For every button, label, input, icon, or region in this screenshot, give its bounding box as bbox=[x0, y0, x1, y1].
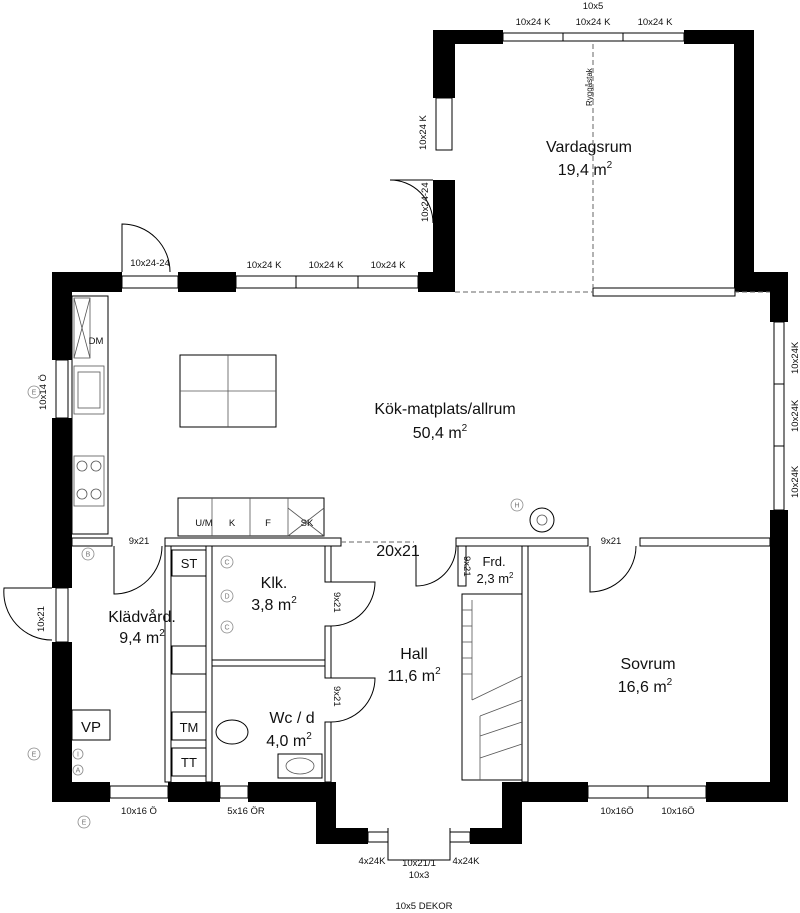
kok-name: Kök-matplats/allrum bbox=[374, 401, 515, 418]
vardagsrum-area: 19,4 m2 bbox=[558, 160, 613, 179]
label-dm: DM bbox=[89, 336, 104, 347]
label-st: ST bbox=[181, 556, 198, 571]
marker-e-2: E bbox=[32, 752, 37, 759]
marker-i: I bbox=[77, 752, 79, 759]
label-right-win-3: 10x24K bbox=[790, 465, 800, 498]
label-f: F bbox=[265, 518, 271, 529]
marker-c-2: C bbox=[224, 625, 229, 632]
label-top-win-3: 10x24 K bbox=[638, 17, 674, 28]
marker-e-3: E bbox=[82, 820, 87, 827]
label-um: U/M bbox=[195, 518, 213, 529]
kitchen-fixtures bbox=[71, 295, 555, 537]
exterior-walls bbox=[52, 30, 788, 844]
frd-name: Frd. bbox=[482, 554, 505, 569]
label-tm: TM bbox=[180, 720, 199, 735]
dimension-labels: 10x5 10x24 K 10x24 K 10x24 K Ryggåstak 1… bbox=[36, 1, 800, 912]
label-kitchen-win-1: 10x24 K bbox=[247, 260, 283, 271]
label-door-9x21-frd: 9x21 bbox=[461, 556, 472, 577]
label-ryggastak: Ryggåstak bbox=[585, 67, 594, 106]
label-left-door-10x21: 10x21 bbox=[36, 606, 47, 632]
label-right-win-2: 10x24K bbox=[790, 399, 800, 432]
klk-name: Klk. bbox=[261, 575, 288, 592]
label-bottom-win-1: 10x16 Ö bbox=[121, 806, 157, 817]
sovrum-name: Sovrum bbox=[620, 656, 675, 673]
klk-area: 3,8 m2 bbox=[251, 595, 297, 614]
label-kitchen-win-2: 10x24 K bbox=[309, 260, 345, 271]
doors bbox=[3, 179, 637, 861]
laundry-fixtures bbox=[71, 549, 323, 779]
label-entry-right: 4x24K bbox=[453, 856, 481, 867]
label-right-win-1: 10x24K bbox=[790, 341, 800, 374]
marker-c-1: C bbox=[224, 560, 229, 567]
label-door-top-left: 10x24-24 bbox=[130, 258, 170, 269]
hall-area: 11,6 m2 bbox=[387, 666, 441, 685]
label-kitchen-win-3: 10x24 K bbox=[371, 260, 407, 271]
marker-b: B bbox=[86, 552, 91, 559]
label-k: K bbox=[229, 518, 236, 529]
marker-e-1: E bbox=[32, 390, 37, 397]
marker-letters: E E E B C D C H I A bbox=[32, 390, 520, 827]
label-tt: TT bbox=[181, 755, 197, 770]
wc-area: 4,0 m2 bbox=[266, 731, 312, 750]
marker-h: H bbox=[514, 503, 519, 510]
label-door-9x21-a: 9x21 bbox=[129, 536, 150, 547]
label-top-win-2: 10x24 K bbox=[576, 17, 612, 28]
label-door-9x21-klk: 9x21 bbox=[331, 592, 342, 613]
label-left-win-vardag: 10x24 K bbox=[418, 114, 429, 150]
label-bottom-win-4: 10x16Ö bbox=[661, 806, 694, 817]
label-bottom-win-3: 10x16Ö bbox=[600, 806, 633, 817]
interior-walls bbox=[71, 44, 771, 783]
kladvard-name: Klädvård. bbox=[108, 608, 176, 626]
label-left-door-vardag: 10x24-24 bbox=[420, 182, 431, 222]
wc-name: Wc / d bbox=[269, 710, 314, 727]
frd-area: 2,3 m2 bbox=[477, 571, 515, 586]
label-top-10x5: 10x5 bbox=[583, 1, 604, 12]
kok-area: 50,4 m2 bbox=[413, 423, 468, 442]
label-top-win-1: 10x24 K bbox=[516, 17, 552, 28]
marker-a: A bbox=[76, 768, 81, 775]
label-bottom-win-2: 5x16 ÖR bbox=[227, 806, 265, 817]
vardagsrum-name: Vardagsrum bbox=[546, 139, 632, 156]
label-opening-20x21: 20x21 bbox=[376, 543, 420, 560]
sovrum-area: 16,6 m2 bbox=[618, 677, 673, 696]
marker-d: D bbox=[224, 594, 229, 601]
label-left-win-kok: 10x14 Ö bbox=[38, 374, 49, 410]
label-entry-door: 10x21/1 bbox=[402, 858, 436, 869]
kladvard-area: 9,4 m2 bbox=[119, 628, 165, 647]
label-entry-door-b: 10x3 bbox=[409, 870, 430, 881]
markers bbox=[27, 385, 524, 829]
label-door-9x21-wc: 9x21 bbox=[331, 686, 342, 707]
room-labels: Vardagsrum 19,4 m2 Kök-matplats/allrum 5… bbox=[108, 139, 675, 750]
label-vp: VP bbox=[81, 719, 101, 736]
label-door-9x21-b: 9x21 bbox=[601, 536, 622, 547]
label-decor: 10x5 DEKOR bbox=[395, 901, 452, 912]
windows bbox=[55, 32, 785, 843]
label-entry-left: 4x24K bbox=[359, 856, 387, 867]
label-sk: SK bbox=[301, 518, 314, 529]
hall-name: Hall bbox=[400, 646, 428, 663]
stairs bbox=[461, 593, 523, 781]
